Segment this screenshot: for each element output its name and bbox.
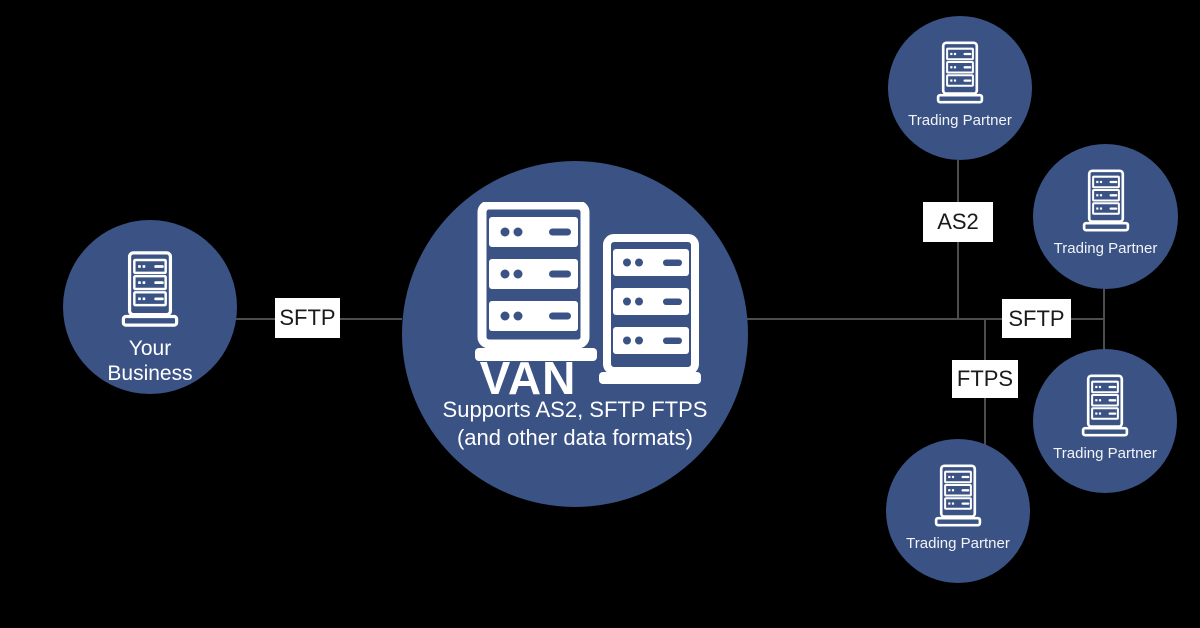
node-your-business: Your Business	[63, 220, 237, 394]
connector-right-branch	[1103, 289, 1105, 351]
connection-label-sftp-right: SFTP	[1002, 299, 1071, 338]
node-van: VAN Supports AS2, SFTP FTPS (and other d…	[402, 161, 748, 507]
van-subtitle-line2: (and other data formats)	[456, 425, 693, 450]
server-icon	[120, 251, 181, 332]
connection-label-as2: AS2	[923, 202, 993, 242]
server-icon	[1081, 169, 1131, 237]
node-trading-partner-4: Trading Partner	[886, 439, 1030, 583]
dual-server-rack-icon	[475, 202, 701, 384]
node-trading-partner-2: Trading Partner	[1033, 144, 1178, 289]
node-trading-partner-1: Trading Partner	[888, 16, 1032, 160]
trading-partner-label: Trading Partner	[1053, 445, 1157, 462]
trading-partner-label: Trading Partner	[906, 535, 1010, 552]
trading-partner-label: Trading Partner	[908, 112, 1012, 129]
server-icon	[1080, 374, 1130, 442]
your-business-label-line2: Business	[107, 362, 193, 385]
van-subtitle-line1: Supports AS2, SFTP FTPS	[442, 397, 708, 422]
your-business-label-line1: Your	[128, 337, 172, 360]
server-icon	[933, 464, 983, 532]
your-business-label: Your Business	[63, 336, 237, 386]
connection-label-sftp-left: SFTP	[275, 298, 340, 338]
server-icon	[935, 41, 985, 109]
trading-partner-label: Trading Partner	[1053, 240, 1158, 257]
van-title: VAN	[479, 352, 577, 404]
connection-label-ftps: FTPS	[952, 360, 1018, 398]
node-trading-partner-3: Trading Partner	[1033, 349, 1177, 493]
connector-van-partners	[747, 318, 1105, 320]
